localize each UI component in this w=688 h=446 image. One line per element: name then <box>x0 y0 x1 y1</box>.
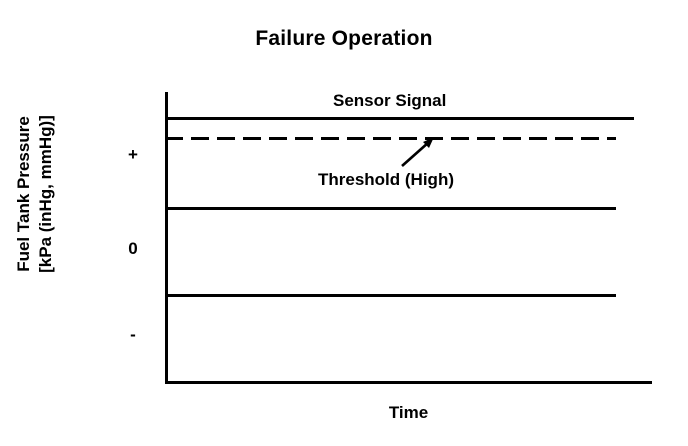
upper-band-line <box>165 207 616 210</box>
x-axis-label: Time <box>388 403 429 422</box>
arrow-up-right-icon <box>401 137 434 167</box>
y-tick-label-positive: + <box>128 145 138 164</box>
y-tick-label-negative: - <box>130 325 136 344</box>
y-tick-label-zero: 0 <box>128 239 138 258</box>
sensor-signal-trace <box>165 117 634 120</box>
threshold-high-line <box>165 137 616 140</box>
threshold-high-annotation: Threshold (High) <box>318 170 454 189</box>
x-axis-line <box>165 381 652 384</box>
y-axis-label-line-2: [kPa (inHg, mmHg)] <box>36 115 55 273</box>
y-axis-label-line-1: Fuel Tank Pressure <box>14 116 33 272</box>
sensor-signal-annotation: Sensor Signal <box>333 91 447 110</box>
chart-title: Failure Operation <box>255 27 433 50</box>
y-axis-label: Fuel Tank Pressure [kPa (inHg, mmHg)] <box>13 84 61 304</box>
lower-band-line <box>165 294 616 297</box>
y-axis-line <box>165 92 168 383</box>
